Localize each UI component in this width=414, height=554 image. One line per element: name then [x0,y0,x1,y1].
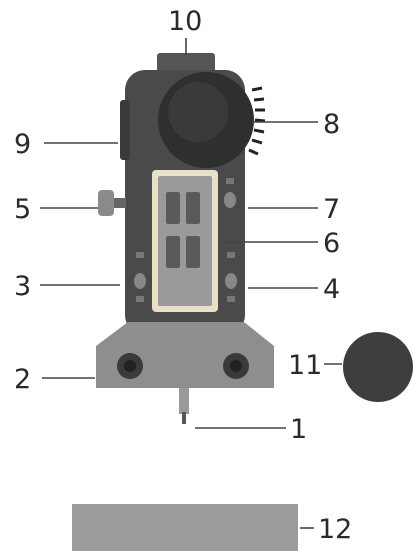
base-screw-left-core [124,360,136,372]
calibration-block [72,504,298,551]
thumb-wheel-highlight [168,82,228,142]
callout-4: 4 [323,274,340,305]
callout-1: 1 [290,414,307,445]
callout-9: 9 [14,129,31,160]
button-mark-right-lower [227,296,235,302]
probe-tip [182,412,186,424]
calibration-disc [343,332,413,402]
callout-7: 7 [323,194,340,225]
leader-lines [40,38,342,529]
base-screw-right-core [230,360,242,372]
base-plate [96,322,274,388]
thumb-wheel-teeth [248,86,266,156]
button-mark-top-right [226,178,234,184]
callout-8: 8 [323,109,340,140]
callout-11: 11 [288,350,322,381]
button-mark-left-lower [136,296,144,302]
callout-5: 5 [14,194,31,225]
button-3 [134,273,146,289]
callout-6: 6 [323,228,340,259]
lcd-digits [166,192,200,268]
button-7 [224,192,236,208]
housing-left-edge [120,100,130,160]
callout-3: 3 [14,271,31,302]
button-mark-left-upper [136,252,144,258]
button-mark-right-upper [227,252,235,258]
callout-10: 10 [168,6,202,37]
side-knob [98,190,114,216]
callout-12: 12 [318,514,352,545]
side-knob-stem [108,198,126,208]
probe-shaft [179,388,189,414]
callout-2: 2 [14,364,31,395]
button-4 [225,273,237,289]
